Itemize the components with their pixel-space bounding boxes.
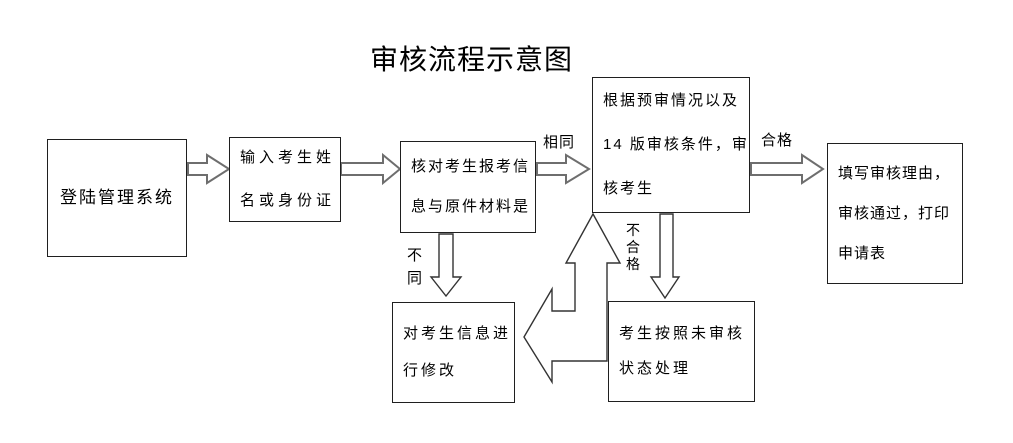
box-text-line: 根据预审情况以及 bbox=[603, 92, 740, 109]
flow-box-fill-reason-print-form: 填写审核理由， 审核通过，打印 申请表 bbox=[827, 143, 963, 284]
block-arrow-unreviewed-to-modify-and-review bbox=[523, 212, 622, 385]
edge-label-different: 不同 bbox=[407, 247, 424, 287]
box-text-line: 对考生信息进 bbox=[403, 325, 512, 342]
box-text-line: 输入考生姓 bbox=[240, 149, 336, 166]
box-text-line: 名或身份证 bbox=[240, 192, 336, 209]
flow-box-verify-registration-info: 核对考生报考信 息与原件材料是 bbox=[400, 141, 536, 233]
box-text-line: 状态处理 bbox=[619, 360, 692, 377]
box-text-line: 审核通过，打印 bbox=[838, 204, 951, 222]
flow-box-treat-as-unreviewed: 考生按照未审核 状态处理 bbox=[608, 301, 755, 402]
block-arrow-review-to-approve-qualified bbox=[750, 153, 825, 185]
box-text-line: 息与原件材料是 bbox=[411, 198, 531, 215]
box-text-line: 填写审核理由， bbox=[838, 164, 951, 182]
edge-label-unqualified: 不合格 bbox=[626, 222, 640, 272]
box-text-line: 核对考生报考信 bbox=[411, 158, 531, 175]
flow-box-login-system: 登陆管理系统 bbox=[47, 139, 187, 257]
block-arrow-verify-to-modify-different bbox=[429, 233, 463, 298]
box-text-line: 核考生 bbox=[603, 180, 655, 197]
box-text-line: 登陆管理系统 bbox=[60, 188, 174, 207]
box-text-line: 14 版审核条件，审 bbox=[603, 136, 749, 153]
box-text-line: 考生按照未审核 bbox=[619, 325, 746, 342]
box-text-line: 行修改 bbox=[403, 362, 458, 379]
flow-box-modify-candidate-info: 对考生信息进 行修改 bbox=[392, 302, 515, 403]
box-text-line: 申请表 bbox=[838, 244, 887, 262]
diagram-title: 审核流程示意图 bbox=[370, 44, 574, 75]
flow-box-input-candidate-name-id: 输入考生姓 名或身份证 bbox=[229, 137, 341, 222]
edge-label-qualified: 合格 bbox=[761, 132, 794, 149]
block-arrow-login-to-input bbox=[187, 153, 231, 185]
block-arrow-review-to-unreviewed-unqualified bbox=[649, 213, 681, 300]
flow-box-review-candidate: 根据预审情况以及 14 版审核条件，审 核考生 bbox=[592, 77, 750, 213]
block-arrow-input-to-verify bbox=[340, 152, 402, 186]
edge-label-same: 相同 bbox=[543, 134, 576, 151]
block-arrow-verify-to-review-same bbox=[536, 153, 591, 185]
